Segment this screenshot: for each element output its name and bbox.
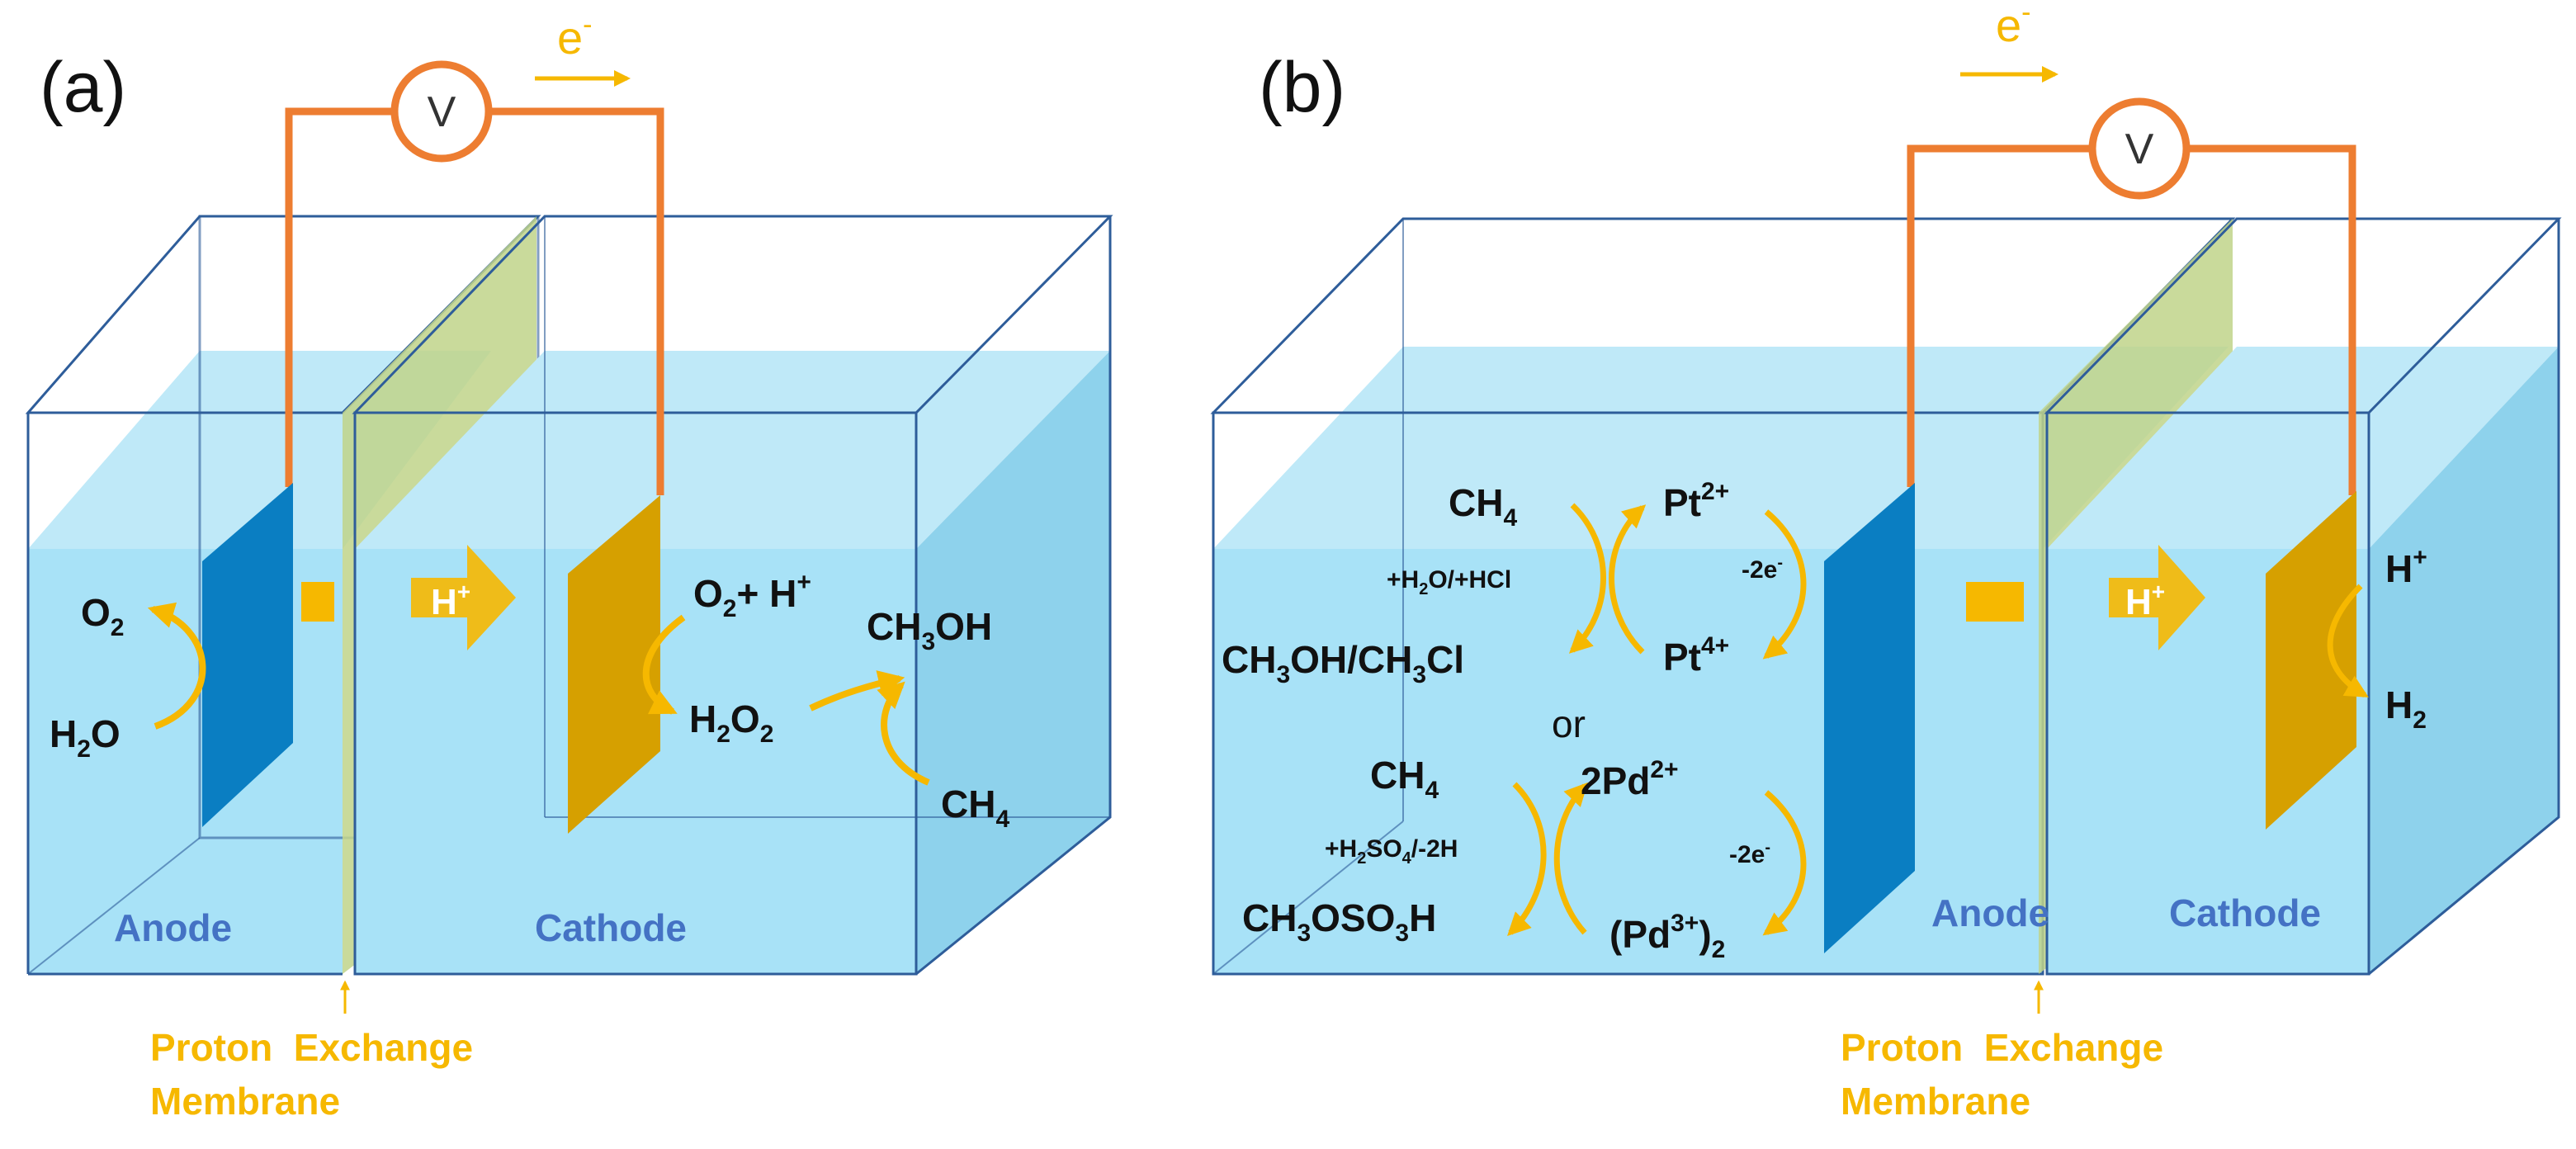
pt4-formula: Pt4+ — [1663, 632, 1729, 679]
anode-tank-edge — [1212, 820, 1404, 975]
anode-tank-water-top — [1213, 347, 2229, 549]
panel-a-label: (a) — [40, 48, 126, 127]
o2-h-formula: O2+ H+ — [693, 569, 811, 622]
cathode-electrode-a — [568, 495, 660, 834]
electron-flow-arrow-icon: e- — [1960, 0, 2058, 83]
external-wire-a — [285, 107, 395, 487]
o2-formula: O2 — [81, 591, 124, 641]
voltmeter-icon: V — [390, 60, 493, 163]
h2-formula: H2 — [2385, 683, 2427, 734]
reagent-bottom: +H2SO4/-2H — [1325, 835, 1458, 868]
curved-reaction-arrow-icon — [1762, 509, 1807, 660]
cathode-tank-water-side — [2369, 347, 2559, 974]
electron-label: e- — [557, 9, 592, 64]
minus-2e-bottom: -2e- — [1729, 839, 1770, 868]
voltmeter-label: V — [428, 88, 456, 136]
external-wire-b — [2186, 144, 2356, 495]
proton-label: H+ — [431, 579, 470, 622]
pem-label-line2: Membrane — [150, 1080, 340, 1123]
cathode-tank-side-edge — [2368, 219, 2560, 976]
product-bottom-formula: CH3OSO3H — [1242, 896, 1436, 947]
h2o-formula: H2O — [50, 712, 121, 763]
cathode-tank-water-top — [355, 351, 1110, 549]
voltmeter-icon: V — [2088, 97, 2191, 200]
reagent-top: +H2O/+HCl — [1387, 566, 1511, 598]
external-wire-a — [489, 107, 664, 495]
cathode-electrode-b — [2266, 491, 2356, 830]
curved-reaction-arrow-icon — [1568, 503, 1606, 654]
cathode-tank-water-top — [2047, 347, 2559, 549]
voltmeter-label: V — [2125, 125, 2154, 173]
curved-reaction-arrow-icon — [147, 602, 206, 730]
anode-electrode-a — [202, 483, 293, 827]
product-top-formula: CH3OH/CH3Cl — [1222, 638, 1464, 688]
panel-a: (a) V — [25, 9, 1113, 1123]
h-plus-formula: H+ — [2385, 544, 2427, 590]
cathode-label: Cathode — [2169, 891, 2321, 934]
pt2-formula: Pt2+ — [1663, 478, 1729, 524]
proton-path-block — [1966, 582, 2024, 622]
curved-reaction-arrow-icon — [2327, 584, 2369, 698]
panel-b: (b) V e- — [1210, 0, 2562, 1123]
ch4-top-formula: CH4 — [1449, 481, 1517, 532]
pd3-formula: (Pd3+)2 — [1609, 910, 1725, 963]
pd2-formula: 2Pd2+ — [1581, 756, 1679, 802]
ch3oh-formula: CH3OH — [867, 605, 992, 655]
curved-reaction-arrow-icon — [642, 614, 686, 715]
proton-flow-arrow-icon: H+ — [2109, 545, 2205, 650]
curved-reaction-arrow-icon — [877, 681, 930, 786]
anode-tank-edge — [27, 837, 201, 975]
anode-tank-outline — [25, 215, 541, 414]
pem-label-line2: Membrane — [1841, 1080, 2030, 1123]
curved-reaction-arrow-icon — [1553, 782, 1588, 935]
external-wire-b — [1907, 144, 2092, 487]
minus-2e-top: -2e- — [1742, 554, 1783, 584]
anode-label: Anode — [1931, 891, 2049, 934]
proton-flow-arrow-icon: H+ — [411, 545, 516, 650]
curved-reaction-arrow-icon — [1609, 504, 1647, 655]
cathode-tank-front — [2045, 411, 2370, 976]
ch4-formula: CH4 — [941, 783, 1009, 833]
electron-flow-arrow-icon: e- — [535, 9, 631, 87]
h2o2-formula: H2O2 — [689, 697, 773, 748]
proton-label: H+ — [2125, 579, 2165, 622]
ch4-bottom-formula: CH4 — [1370, 754, 1439, 804]
cathode-tank-front — [353, 411, 918, 976]
panel-b-label: (b) — [1259, 48, 1345, 127]
or-text: or — [1552, 702, 1586, 745]
curved-reaction-arrow-icon — [1762, 790, 1807, 936]
pem-label-line1: Proton Exchange — [150, 1026, 473, 1069]
cathode-tank-water-side — [916, 351, 1110, 974]
proton-path-block — [301, 582, 334, 622]
anode-electrode-b — [1824, 483, 1915, 953]
electron-label: e- — [1996, 0, 2030, 51]
anode-label: Anode — [114, 906, 232, 949]
curved-reaction-arrow-icon — [1507, 782, 1547, 936]
cathode-label: Cathode — [535, 906, 687, 949]
curved-reaction-arrow-icon — [809, 670, 905, 712]
pem-label-line1: Proton Exchange — [1841, 1026, 2163, 1069]
